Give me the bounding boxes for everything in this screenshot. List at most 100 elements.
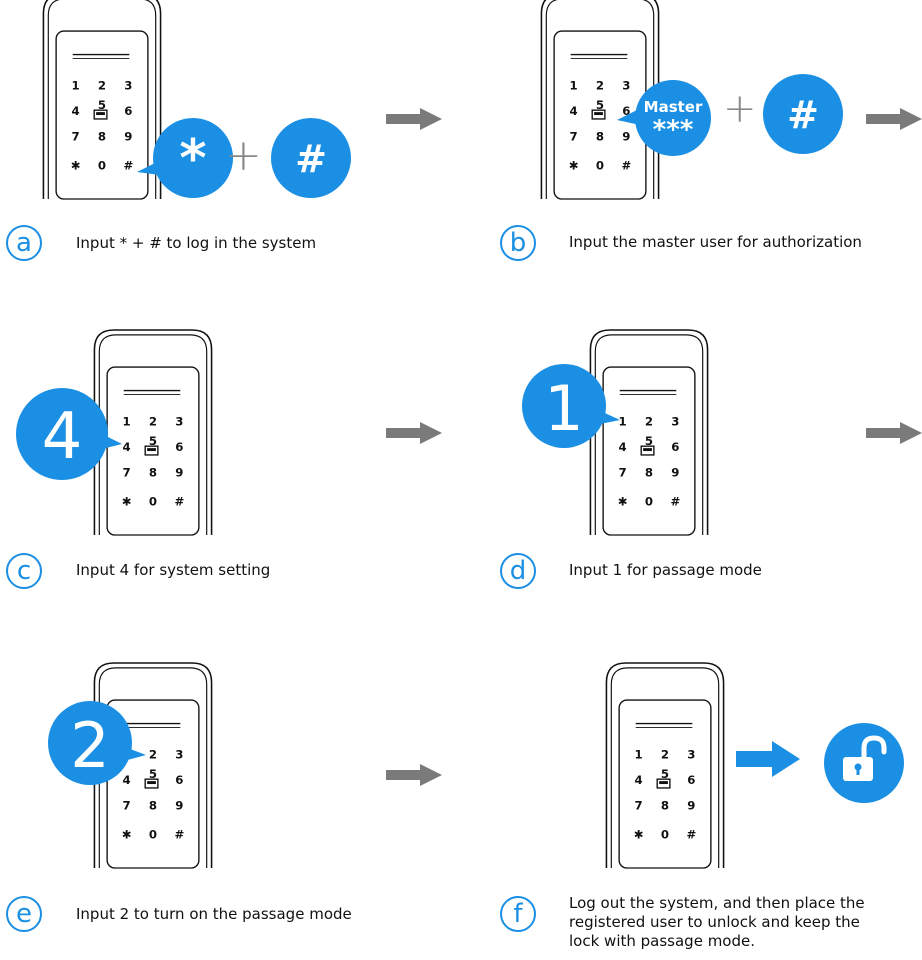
next-arrow [866,422,922,444]
svg-text:✱: ✱ [122,828,132,842]
svg-text:4: 4 [570,104,578,118]
svg-text:5: 5 [596,98,604,112]
svg-text:1: 1 [123,415,131,429]
step-f-text-line3: lock with passage mode. [569,932,755,950]
step-letter-f: f [500,896,536,932]
svg-text:4: 4 [619,440,627,454]
svg-text:#: # [174,828,184,842]
star-key-badge: * [137,118,233,198]
svg-text:6: 6 [622,104,630,118]
svg-text:#: # [174,495,184,509]
key-6: 6 [124,104,132,118]
svg-text:#: # [670,495,680,509]
svg-text:8: 8 [645,465,653,479]
step-letter-d: d [500,553,536,589]
svg-text:7: 7 [123,465,131,479]
svg-text:6: 6 [687,773,695,787]
key-3: 3 [124,79,132,93]
svg-text:2: 2 [596,79,604,93]
hash-key-badge: # [271,118,351,198]
next-arrow [386,108,442,130]
svg-text:0: 0 [149,495,157,509]
svg-text:✱: ✱ [122,495,132,509]
svg-text:7: 7 [570,129,578,143]
svg-text:0: 0 [645,495,653,509]
svg-text:0: 0 [149,828,157,842]
svg-text:4: 4 [42,400,83,474]
keypad-device: 123 456 789 ✱0# [93,662,213,869]
unlocked-padlock-icon [824,723,904,803]
svg-text:5: 5 [149,767,157,781]
svg-text:5: 5 [661,767,669,781]
svg-text:5: 5 [645,434,653,448]
svg-text:8: 8 [149,465,157,479]
step-letter-c: c [6,553,42,589]
svg-text:3: 3 [622,79,630,93]
svg-text:#: # [787,93,819,137]
key-2: 2 [98,79,106,93]
hash-key-badge: # [763,74,843,154]
svg-text:Master: Master [644,98,703,116]
svg-text:3: 3 [175,748,183,762]
svg-text:1: 1 [544,372,583,445]
svg-text:9: 9 [175,798,183,812]
svg-text:3: 3 [671,415,679,429]
svg-text:3: 3 [175,415,183,429]
svg-text:*: * [179,129,206,189]
svg-text:4: 4 [123,773,131,787]
svg-text:1: 1 [570,79,578,93]
svg-text:9: 9 [687,798,695,812]
svg-text:8: 8 [596,129,604,143]
step-d-text: Input 1 for passage mode [569,561,762,579]
svg-text:✱: ✱ [618,495,628,509]
svg-text:8: 8 [149,798,157,812]
key-1-badge: 1 [522,364,620,448]
step-f-text: Log out the system, and then place the r… [569,894,919,951]
svg-text:✱: ✱ [634,828,644,842]
step-b-text: Input the master user for authorization [569,233,862,251]
master-code-badge: Master *** [617,80,711,156]
svg-text:1: 1 [619,415,627,429]
key-1: 1 [72,79,80,93]
svg-text:9: 9 [622,129,630,143]
key-2-badge: 2 [48,701,146,785]
next-arrow [386,764,442,786]
key-7: 7 [72,129,80,143]
svg-text:#: # [295,137,327,181]
step-a-illustration: 1 2 3 4 5 6 7 8 9 ✱ 0 # * + # [37,0,377,205]
key-0: 0 [98,159,106,173]
svg-text:4: 4 [123,440,131,454]
step-f-text-line1: Log out the system, and then place the [569,894,865,912]
svg-text:2: 2 [149,415,157,429]
svg-text:#: # [686,828,696,842]
key-hash: # [123,159,133,173]
svg-text:2: 2 [645,415,653,429]
svg-text:4: 4 [635,773,643,787]
step-f-text-line2: registered user to unlock and keep the [569,913,860,931]
next-arrow [386,422,442,444]
keypad-device: 1 2 3 4 5 6 7 8 9 ✱ 0 # [42,0,162,200]
step-letter-a: a [6,225,42,261]
svg-text:6: 6 [175,773,183,787]
step-e-text: Input 2 to turn on the passage mode [76,905,352,923]
key-4-badge: 4 [16,388,122,480]
svg-text:7: 7 [619,465,627,479]
plus-sign: + [723,86,757,132]
svg-text:7: 7 [123,798,131,812]
svg-text:***: *** [653,115,694,145]
svg-text:6: 6 [175,440,183,454]
result-arrow [736,741,800,777]
svg-text:1: 1 [635,748,643,762]
key-5: 5 [98,98,106,112]
key-9: 9 [124,129,132,143]
svg-text:#: # [621,159,631,173]
svg-text:0: 0 [661,828,669,842]
next-arrow [866,108,922,130]
svg-text:3: 3 [687,748,695,762]
